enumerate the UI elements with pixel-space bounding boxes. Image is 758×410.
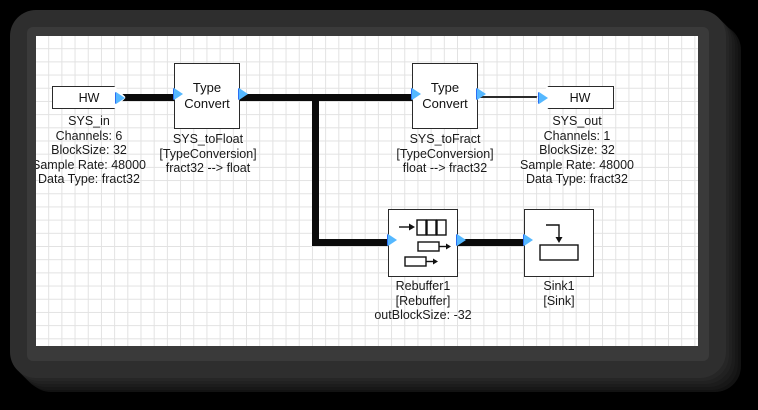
- sys-out-inner-label: HW: [569, 90, 591, 105]
- sys-in-label-datatype: Data Type: fract32: [38, 172, 140, 186]
- sys-out-label-channels: Channels: 1: [543, 128, 611, 143]
- sys-in-inner-label: HW: [78, 90, 100, 105]
- type-convert-text: Type Convert: [412, 63, 478, 129]
- tofract-label-type: [TypeConversion]: [396, 146, 494, 161]
- rebuffer-icon: [388, 209, 458, 277]
- sys-in-label-channels: Channels: 6: [55, 128, 123, 143]
- label-sink1: Sink1 [Sink]: [509, 279, 609, 308]
- tofloat-label-name: SYS_toFloat: [172, 132, 244, 146]
- tofloat-label-conv: fract32 --> float: [165, 161, 251, 175]
- tofract-label-name: SYS_toFract: [409, 132, 481, 146]
- tofract-inner-line2: Convert: [422, 96, 468, 111]
- sys-out-label-datatype: Data Type: fract32: [526, 172, 628, 186]
- sink-label-type: [Sink]: [543, 293, 575, 308]
- wire-drop-rebuffer[interactable]: [312, 239, 388, 246]
- label-sys-in: SYS_in Channels: 6 BlockSize: 32 Sample …: [36, 114, 154, 187]
- rebuffer-input-port-highlight: [388, 234, 397, 246]
- type-convert-box: [174, 63, 240, 129]
- sink-label-name: Sink1: [543, 279, 575, 293]
- label-sys-out: SYS_out Channels: 1 BlockSize: 32 Sample…: [502, 114, 652, 187]
- sys-out-label-samplerate: Sample Rate: 48000: [520, 157, 634, 172]
- wire-trunk-drop[interactable]: [312, 94, 319, 246]
- diagram-canvas[interactable]: HW SYS_in Channels: 6 BlockSize: 32 Samp…: [36, 36, 698, 346]
- label-rebuffer1: Rebuffer1 [Rebuffer] outBlockSize: -32: [356, 279, 490, 323]
- hw-source-shape: [52, 86, 126, 109]
- tofloat-input-port-highlight: [174, 88, 183, 100]
- sys-out-label-blocksize: BlockSize: 32: [539, 143, 615, 157]
- tofract-inner-line1: Type: [430, 80, 460, 95]
- wire-tofloat-trunk[interactable]: [239, 94, 419, 101]
- tofloat-label-type: [TypeConversion]: [159, 146, 257, 161]
- tofloat-inner-line1: Type: [192, 80, 222, 95]
- sys-in-label-blocksize: BlockSize: 32: [51, 143, 127, 157]
- tofloat-output-port-highlight: [239, 88, 248, 100]
- sys-in-output-port-highlight: [116, 92, 125, 104]
- rebuffer-label-name: Rebuffer1: [395, 279, 451, 293]
- sink-icon: [524, 209, 594, 277]
- rebuffer-output-port-highlight: [457, 234, 466, 246]
- rebuffer-label-outblocksize: outBlockSize: -32: [374, 308, 472, 322]
- sys-in-label-samplerate: Sample Rate: 48000: [36, 157, 146, 172]
- sink-input-port-highlight: [524, 234, 533, 246]
- label-sys-tofloat: SYS_toFloat [TypeConversion] fract32 -->…: [144, 132, 272, 176]
- tofloat-inner-line2: Convert: [184, 96, 230, 111]
- hw-sink-shape: [536, 86, 614, 109]
- rebuffer-label-type: [Rebuffer]: [395, 293, 451, 308]
- type-convert-text: Type Convert: [174, 63, 240, 129]
- wire-rebuffer-sink[interactable]: [458, 239, 524, 246]
- wire-sysin-tofloat[interactable]: [120, 94, 176, 101]
- label-sys-tofract: SYS_toFract [TypeConversion] float --> f…: [381, 132, 509, 176]
- tofract-label-conv: float --> fract32: [402, 161, 488, 175]
- sys-out-input-port-highlight: [539, 92, 548, 104]
- tofract-input-port-highlight: [412, 88, 421, 100]
- sys-in-label-name: SYS_in: [68, 114, 110, 128]
- tofract-output-port-highlight: [477, 88, 486, 100]
- wire-tofract-sysout[interactable]: [478, 96, 548, 98]
- sys-out-label-name: SYS_out: [552, 114, 602, 128]
